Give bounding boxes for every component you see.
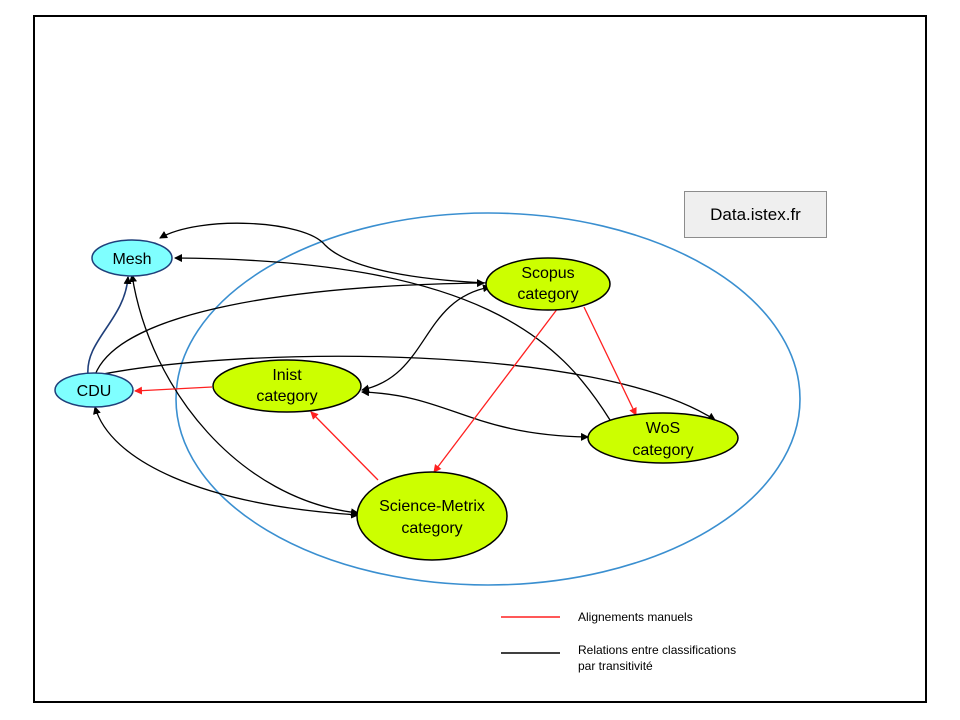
edge-scopus-mesh-upper — [159, 222, 488, 284]
edge-scopus-sciencemetrix — [433, 307, 559, 473]
node-wos: WoS category — [587, 412, 739, 464]
svg-text:category: category — [517, 286, 578, 303]
edge-inist-wos — [361, 388, 589, 441]
svg-text:Inist: Inist — [272, 367, 302, 384]
data-istex-text: Data.istex.fr — [710, 204, 801, 224]
svg-text:category: category — [632, 442, 693, 459]
edge-cdu-mesh — [87, 276, 132, 376]
svg-text:Scopus: Scopus — [521, 265, 574, 282]
legend-manual-label: Alignements manuels — [578, 609, 693, 625]
node-cdu: CDU — [54, 372, 134, 408]
svg-text:CDU: CDU — [77, 383, 112, 400]
svg-text:category: category — [256, 388, 317, 405]
svg-text:WoS: WoS — [646, 420, 680, 437]
edge-sciencemetrix-inist — [310, 411, 379, 481]
data-istex-label: Data.istex.fr — [684, 191, 827, 238]
legend-transitive-label: Relations entre classifications par tran… — [578, 642, 736, 674]
svg-text:Mesh: Mesh — [112, 251, 151, 268]
node-scopus: Scopus category — [485, 257, 611, 311]
edge-inist-cdu — [134, 386, 213, 395]
legend-manual-text: Alignements manuels — [578, 610, 693, 624]
edge-cdu-sciencemetrix — [93, 406, 359, 519]
node-inist: Inist category — [212, 359, 362, 413]
edge-scopus-inist — [361, 284, 491, 393]
svg-text:Science-Metrix: Science-Metrix — [379, 498, 485, 515]
legend-transitive-line2: par transitivité — [578, 659, 653, 673]
node-mesh: Mesh — [91, 239, 173, 277]
svg-text:category: category — [401, 520, 462, 537]
slide-frame — [33, 15, 927, 703]
edge-scopus-wos — [583, 306, 637, 416]
legend-transitive-line1: Relations entre classifications — [578, 643, 737, 657]
node-sciencemetrix: Science-Metrix category — [356, 471, 508, 561]
